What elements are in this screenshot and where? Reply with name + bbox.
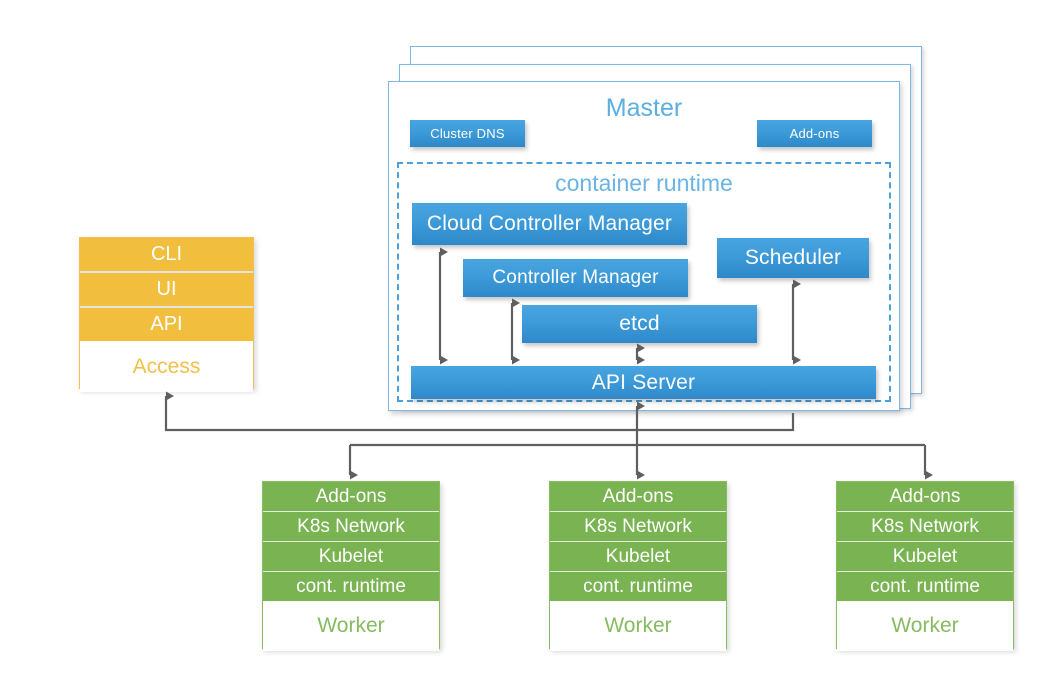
access-layer-ui[interactable]: UI <box>80 273 253 308</box>
worker-node-1[interactable]: Add-ons K8s Network Kubelet cont. runtim… <box>262 481 440 651</box>
worker-2-layer-addons[interactable]: Add-ons <box>550 482 726 512</box>
worker-1-layer-kubelet[interactable]: Kubelet <box>263 542 439 572</box>
worker-3-layer-kubelet-label: Kubelet <box>892 545 958 567</box>
worker-3-layer-network[interactable]: K8s Network <box>837 512 1013 542</box>
cloud-controller-manager-label: Cloud Controller Manager <box>426 212 673 235</box>
etcd-box[interactable]: etcd <box>522 305 757 343</box>
worker-2-layer-network[interactable]: K8s Network <box>550 512 726 542</box>
worker-1-layer-runtime-label: cont. runtime <box>296 575 406 597</box>
worker-1-layer-network[interactable]: K8s Network <box>263 512 439 542</box>
worker-1-layer-network-label: K8s Network <box>297 515 405 537</box>
worker-3-layer-runtime[interactable]: cont. runtime <box>837 572 1013 601</box>
master-addons-button[interactable]: Add-ons <box>757 120 872 147</box>
worker-2-layer-runtime[interactable]: cont. runtime <box>550 572 726 601</box>
worker-node-3[interactable]: Add-ons K8s Network Kubelet cont. runtim… <box>836 481 1014 651</box>
cloud-controller-manager-box[interactable]: Cloud Controller Manager <box>412 203 687 245</box>
cluster-dns-button[interactable]: Cluster DNS <box>410 120 525 147</box>
master-addons-label: Add-ons <box>789 126 840 141</box>
worker-2-layer-kubelet[interactable]: Kubelet <box>550 542 726 572</box>
worker-1-footer: Worker <box>263 601 439 651</box>
access-layer-cli[interactable]: CLI <box>80 238 253 273</box>
etcd-label: etcd <box>619 312 660 335</box>
worker-3-layer-kubelet[interactable]: Kubelet <box>837 542 1013 572</box>
api-server-box[interactable]: API Server <box>411 366 876 399</box>
worker-2-layer-network-label: K8s Network <box>584 515 692 537</box>
worker-1-layer-addons-label: Add-ons <box>315 485 387 507</box>
access-layer-api[interactable]: API <box>80 308 253 341</box>
access-layer-api-label: API <box>150 313 183 335</box>
worker-1-footer-label: Worker <box>317 614 385 637</box>
controller-manager-label: Controller Manager <box>492 267 659 288</box>
worker-1-layer-runtime[interactable]: cont. runtime <box>263 572 439 601</box>
api-server-label: API Server <box>591 370 696 394</box>
worker-3-footer: Worker <box>837 601 1013 651</box>
worker-3-footer-label: Worker <box>891 614 959 637</box>
container-runtime-title: container runtime <box>555 170 733 196</box>
worker-1-layer-kubelet-label: Kubelet <box>318 545 384 567</box>
access-layer-ui-label: UI <box>156 278 177 300</box>
master-title: Master <box>605 94 683 122</box>
worker-2-footer: Worker <box>550 601 726 651</box>
worker-2-footer-label: Worker <box>604 614 672 637</box>
cluster-dns-label: Cluster DNS <box>430 126 505 141</box>
controller-manager-box[interactable]: Controller Manager <box>463 259 688 297</box>
scheduler-label: Scheduler <box>744 246 842 269</box>
worker-2-layer-runtime-label: cont. runtime <box>583 575 693 597</box>
worker-3-layer-addons[interactable]: Add-ons <box>837 482 1013 512</box>
access-panel[interactable]: CLI UI API Access <box>79 237 254 392</box>
worker-node-2[interactable]: Add-ons K8s Network Kubelet cont. runtim… <box>549 481 727 651</box>
access-layer-cli-label: CLI <box>150 243 183 265</box>
worker-1-layer-addons[interactable]: Add-ons <box>263 482 439 512</box>
worker-3-layer-runtime-label: cont. runtime <box>870 575 980 597</box>
access-footer: Access <box>80 341 253 392</box>
worker-3-layer-addons-label: Add-ons <box>889 485 961 507</box>
worker-2-layer-addons-label: Add-ons <box>602 485 674 507</box>
access-footer-label: Access <box>132 354 201 378</box>
worker-3-layer-network-label: K8s Network <box>871 515 979 537</box>
scheduler-box[interactable]: Scheduler <box>717 238 869 278</box>
worker-2-layer-kubelet-label: Kubelet <box>605 545 671 567</box>
